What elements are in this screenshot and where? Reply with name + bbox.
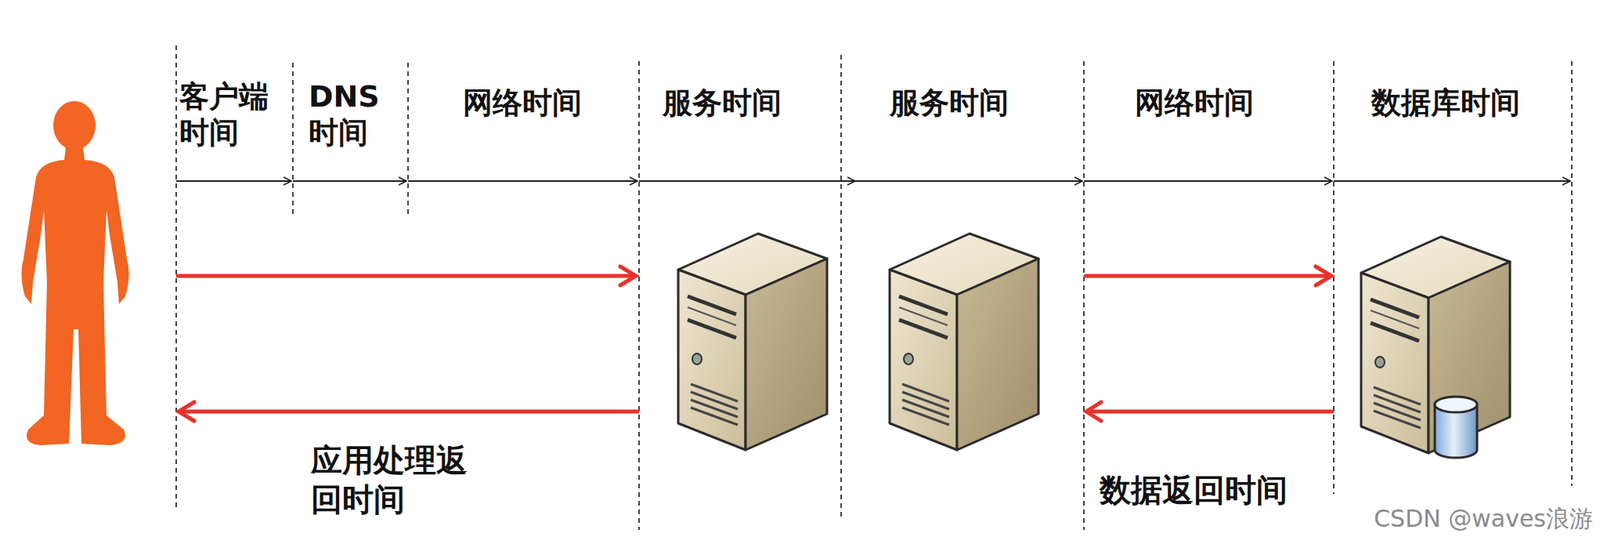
- server-icon: [889, 233, 1039, 450]
- timeline-label: 客户端 时间: [179, 78, 269, 151]
- timeline-label: 服务时间: [889, 84, 1009, 121]
- arrow-caption: 应用处理返 回时间: [310, 440, 468, 519]
- dashed-divider: [176, 45, 1572, 530]
- timeline-label: DNS 时间: [308, 78, 380, 151]
- database-server-icon: [1361, 236, 1510, 458]
- server-icon: [678, 233, 828, 450]
- timeline-label: 服务时间: [662, 84, 782, 121]
- timeline-label: 网络时间: [1134, 84, 1254, 121]
- timeline-label: 网络时间: [462, 84, 582, 121]
- watermark: CSDN @waves浪游: [1372, 504, 1595, 533]
- timeline-label: 数据库时间: [1371, 84, 1521, 121]
- person-figure: [21, 101, 129, 445]
- arrow-caption: 数据返回时间: [1099, 469, 1288, 510]
- timeline-axis: [176, 180, 1571, 182]
